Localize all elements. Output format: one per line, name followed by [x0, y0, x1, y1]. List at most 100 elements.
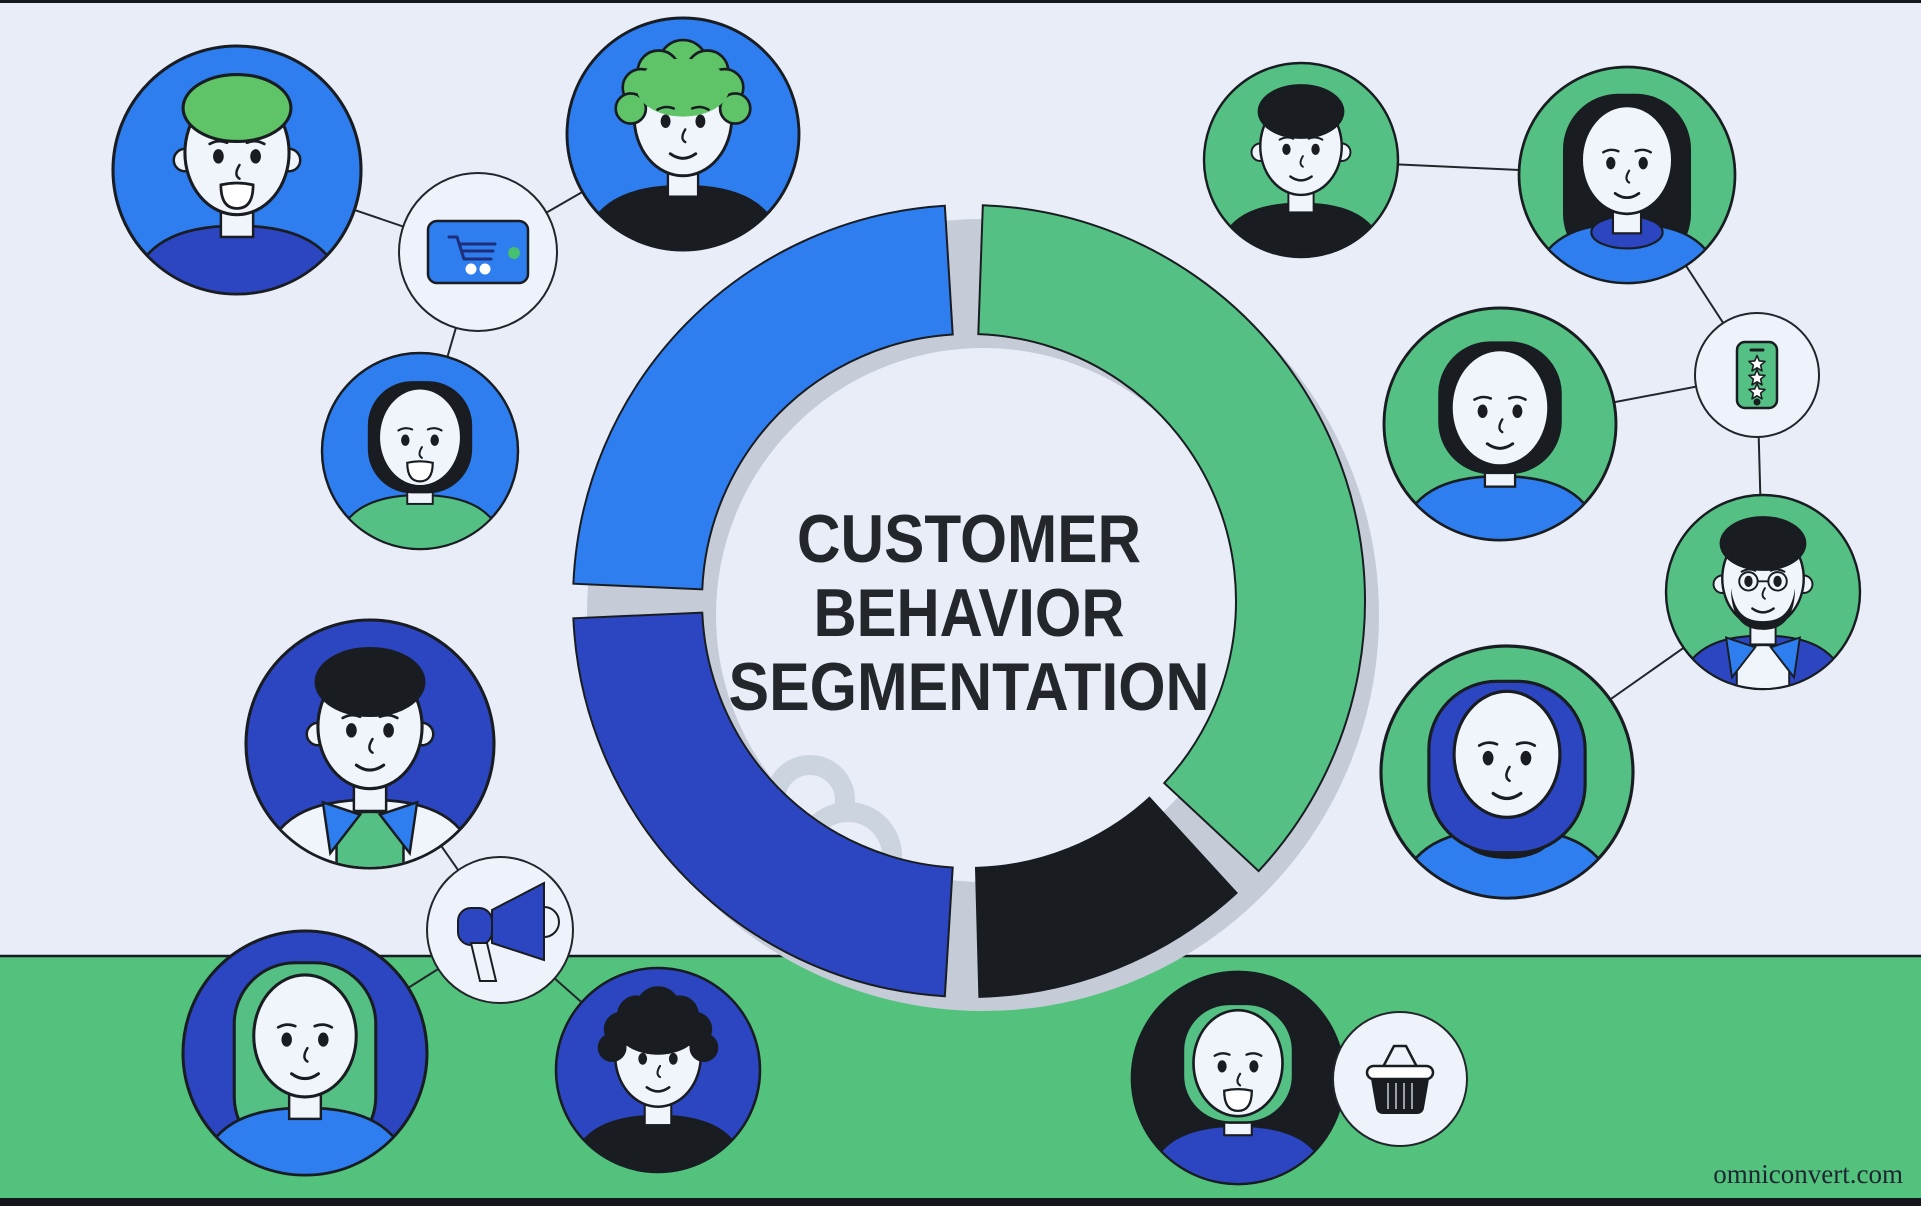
basket-handle: [1381, 1044, 1419, 1068]
basket-body: [1370, 1078, 1430, 1114]
phone-rating-icon-bubble: [1694, 312, 1820, 438]
man-curly-black-brow-right: [665, 1045, 682, 1050]
man-glasses-beard: [1730, 588, 1796, 630]
woman-long-hair-face: [1580, 104, 1674, 216]
man-curly-green-nose: [681, 128, 687, 144]
woman-green-hair-eye-left: [281, 1032, 292, 1047]
woman-long-hair-nose: [1625, 169, 1631, 184]
man-curly-green-eye-right: [695, 114, 706, 128]
woman-bob-left-eye-left: [401, 434, 410, 446]
title-line-1: CUSTOMER: [797, 501, 1141, 577]
man-curly-black-eye-left: [638, 1052, 648, 1065]
woman-bob-right-brow-right: [1508, 395, 1527, 401]
title-line-3: SEGMENTATION: [729, 649, 1210, 725]
man-green-hair-mouth: [219, 181, 255, 210]
man-white-coat-brow-left: [341, 713, 362, 720]
woman-mint-hair-brow-left: [1213, 1052, 1231, 1057]
woman-blue-hair-eye-left: [1482, 750, 1494, 766]
woman-mint-hair-eye-right: [1249, 1060, 1259, 1073]
man-white-coat-nose: [368, 737, 374, 754]
avatar-man-curly-black: [554, 966, 762, 1174]
man-white-coat-brow-right: [378, 713, 399, 720]
ring-segment-black: [974, 796, 1238, 998]
avatar-woman-bob-right: [1382, 306, 1618, 542]
man-curly-green-mouth: [668, 152, 698, 160]
man-short-hair-nose: [1299, 155, 1304, 168]
watermark-url: omniconvert.com: [1713, 1159, 1903, 1189]
man-curly-green-brow-right: [691, 105, 710, 111]
phone-home-dot: [1753, 398, 1761, 406]
man-curly-green-hair: [614, 38, 752, 125]
woman-green-hair-mouth: [290, 1072, 320, 1081]
man-curly-black-mouth: [645, 1086, 671, 1093]
icon-bubbles-layer: [398, 172, 1820, 1147]
man-glasses-eye-right: [1773, 575, 1782, 587]
man-curly-black-hair: [597, 986, 719, 1062]
woman-bob-right-eye-left: [1477, 404, 1488, 418]
man-short-hair-mouth: [1289, 175, 1313, 182]
top-edge-strip: [0, 0, 1921, 3]
man-glasses-brow-left: [1740, 568, 1757, 573]
woman-mint-hair-mouth: [1223, 1087, 1253, 1113]
man-short-hair-eye-right: [1311, 143, 1320, 155]
man-glasses-brow-right: [1769, 568, 1786, 573]
megaphone-handle: [469, 942, 498, 982]
woman-bob-right-eye-right: [1512, 404, 1523, 418]
woman-blue-hair-brow-left: [1477, 741, 1499, 747]
avatar-man-green-hair: [111, 44, 363, 296]
woman-bob-left-eye-right: [430, 434, 439, 446]
man-short-hair-brow-right: [1307, 136, 1324, 141]
avatar-woman-blue-hair: [1379, 644, 1635, 900]
woman-long-hair-brow-right: [1634, 148, 1652, 154]
man-white-coat-lapel-left: [321, 800, 363, 857]
man-curly-black-brow-left: [634, 1045, 651, 1050]
man-glasses-lapel-right: [1769, 636, 1802, 680]
woman-mint-hair-eye-left: [1217, 1060, 1227, 1073]
man-glasses-nose: [1761, 587, 1766, 600]
man-glasses-eye-left: [1744, 575, 1753, 587]
cart-green-dot: [508, 247, 520, 259]
woman-bob-right-brow-left: [1473, 395, 1492, 401]
woman-long-hair-mouth: [1613, 192, 1641, 200]
man-glasses-hair: [1719, 516, 1807, 571]
title-line-2: BEHAVIOR: [814, 575, 1125, 651]
woman-long-hair-brow-left: [1602, 148, 1620, 154]
donut-ring-layer: [572, 204, 1367, 998]
avatar-man-white-coat: [244, 618, 496, 870]
woman-mint-hair-brow-right: [1245, 1052, 1263, 1057]
man-curly-black-hair-fill: [617, 1003, 699, 1055]
man-curly-black-nose: [656, 1064, 662, 1079]
woman-green-hair-face: [252, 973, 358, 1099]
man-green-hair-eye-right: [250, 149, 261, 164]
man-green-hair-hair: [181, 72, 293, 144]
man-curly-green-brow-left: [656, 105, 675, 111]
woman-bob-left-brow-left: [397, 427, 414, 432]
man-white-coat-lapel-right: [377, 800, 419, 857]
woman-bob-left-nose: [418, 446, 423, 459]
man-curly-black-curl-6: [689, 1033, 719, 1062]
woman-blue-hair-face: [1452, 689, 1562, 819]
woman-blue-hair-brow-right: [1515, 741, 1537, 747]
ring-segment-green: [977, 204, 1367, 873]
man-curly-black-eye-right: [668, 1052, 678, 1065]
woman-mint-hair-nose: [1236, 1072, 1242, 1087]
avatars-layer: [111, 16, 1862, 1186]
phone-star-2: [1748, 368, 1766, 386]
woman-bob-left-mouth: [406, 460, 434, 483]
man-green-hair-nose: [235, 163, 241, 180]
ring-segment-light-blue: [572, 204, 954, 591]
man-glasses-mouth: [1751, 607, 1775, 614]
woman-green-hair-brow-right: [313, 1023, 334, 1029]
woman-green-hair-eye-right: [318, 1032, 329, 1047]
man-curly-black-curl-5: [597, 1033, 627, 1062]
avatar-man-curly-green: [565, 16, 801, 252]
man-curly-green-hair-fill: [636, 58, 730, 117]
megaphone-icon-bubble: [426, 856, 574, 1004]
man-curly-green-curl-5: [614, 92, 648, 125]
cart-wheel-right: [479, 263, 491, 275]
woman-green-hair-content: [196, 961, 414, 1174]
man-green-hair-brow-right: [245, 139, 266, 146]
woman-bob-left-brow-right: [426, 427, 443, 432]
